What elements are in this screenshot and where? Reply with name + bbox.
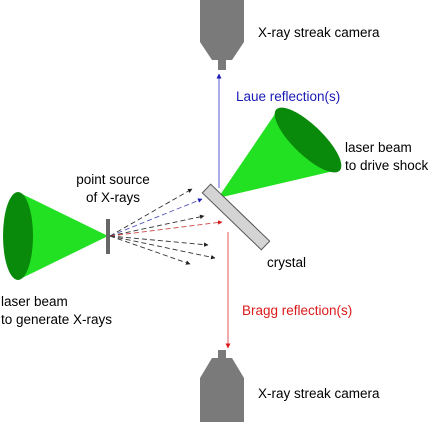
bottom-camera-label: X-ray streak camera: [258, 386, 380, 401]
xray-rays: [109, 188, 223, 265]
point-source-label-line1: point source: [76, 172, 150, 187]
point-source-plate: [106, 219, 110, 254]
point-source-label-line2: of X-rays: [85, 190, 140, 205]
top-camera-label: X-ray streak camera: [258, 25, 380, 40]
generate-laser-label-line2: to generate X-rays: [1, 312, 113, 327]
drive-laser-label-line2: to drive shock: [345, 158, 429, 173]
generate-laser-label-line1: laser beam: [1, 294, 68, 309]
drive-shock-laser-beam: [218, 107, 342, 198]
generate-xrays-laser-beam: [3, 192, 108, 280]
drive-laser-label-line1: laser beam: [345, 140, 412, 155]
crystal-plate: [201, 183, 271, 251]
bottom-streak-camera: [200, 350, 244, 422]
top-streak-camera: [200, 0, 244, 70]
bragg-label: Bragg reflection(s): [242, 303, 353, 318]
laue-label: Laue reflection(s): [236, 89, 341, 104]
crystal-label: crystal: [267, 255, 307, 270]
